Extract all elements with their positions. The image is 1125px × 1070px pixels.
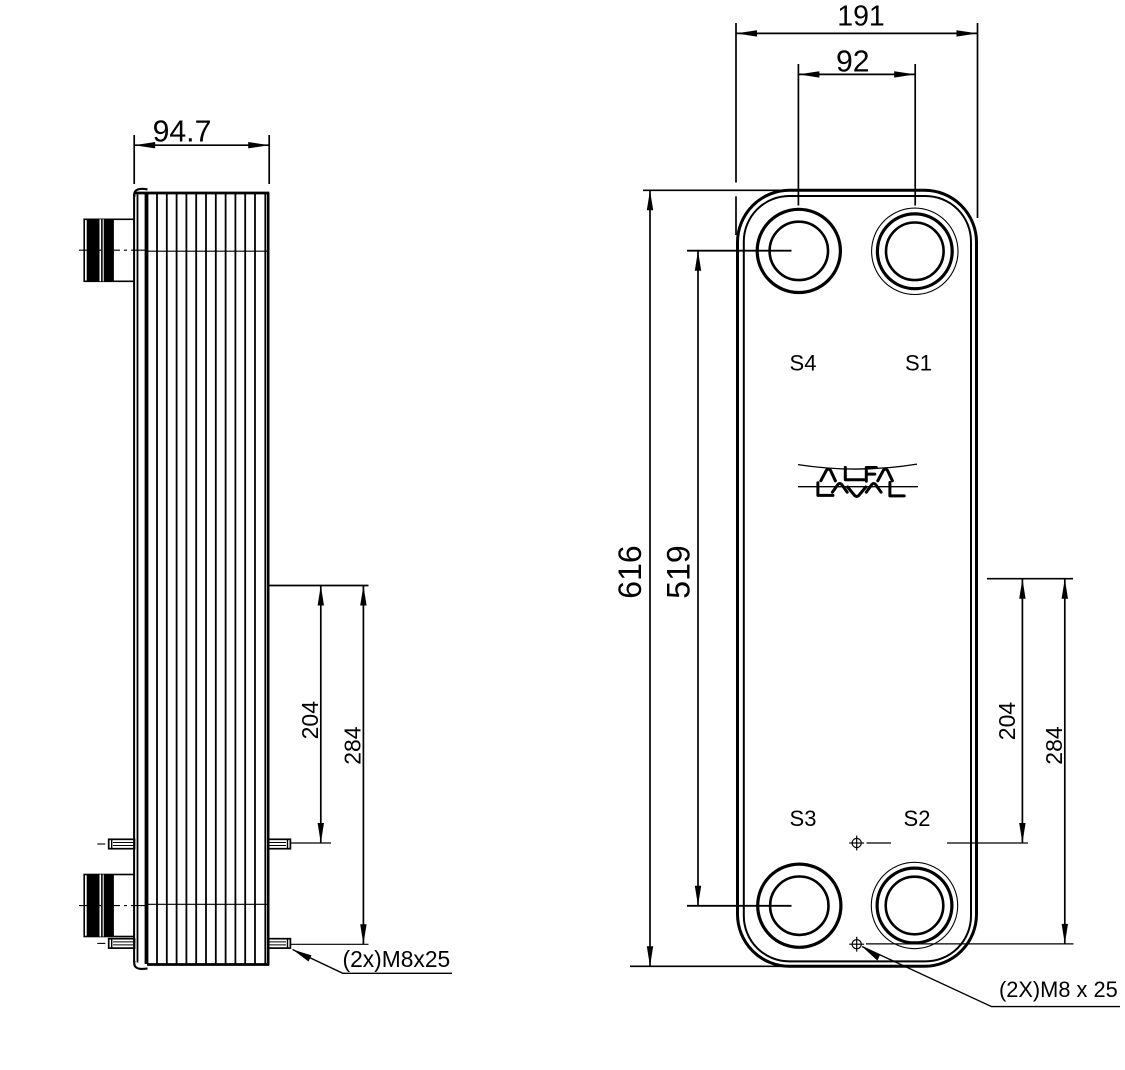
svg-text:519: 519 — [661, 545, 697, 598]
svg-text:284: 284 — [340, 726, 366, 765]
svg-text:S4: S4 — [790, 350, 817, 375]
svg-text:191: 191 — [837, 1, 885, 33]
svg-text:284: 284 — [1041, 726, 1067, 765]
svg-text:94.7: 94.7 — [153, 115, 212, 148]
svg-text:92: 92 — [836, 46, 870, 79]
svg-text:(2X)M8 x 25: (2X)M8 x 25 — [999, 977, 1118, 1002]
svg-text:S3: S3 — [790, 806, 817, 831]
svg-text:204: 204 — [297, 701, 323, 740]
svg-text:616: 616 — [612, 545, 648, 598]
svg-text:204: 204 — [994, 702, 1020, 741]
svg-text:(2x)M8x25: (2x)M8x25 — [343, 946, 451, 972]
svg-text:S1: S1 — [905, 350, 932, 375]
svg-text:S2: S2 — [904, 806, 931, 831]
